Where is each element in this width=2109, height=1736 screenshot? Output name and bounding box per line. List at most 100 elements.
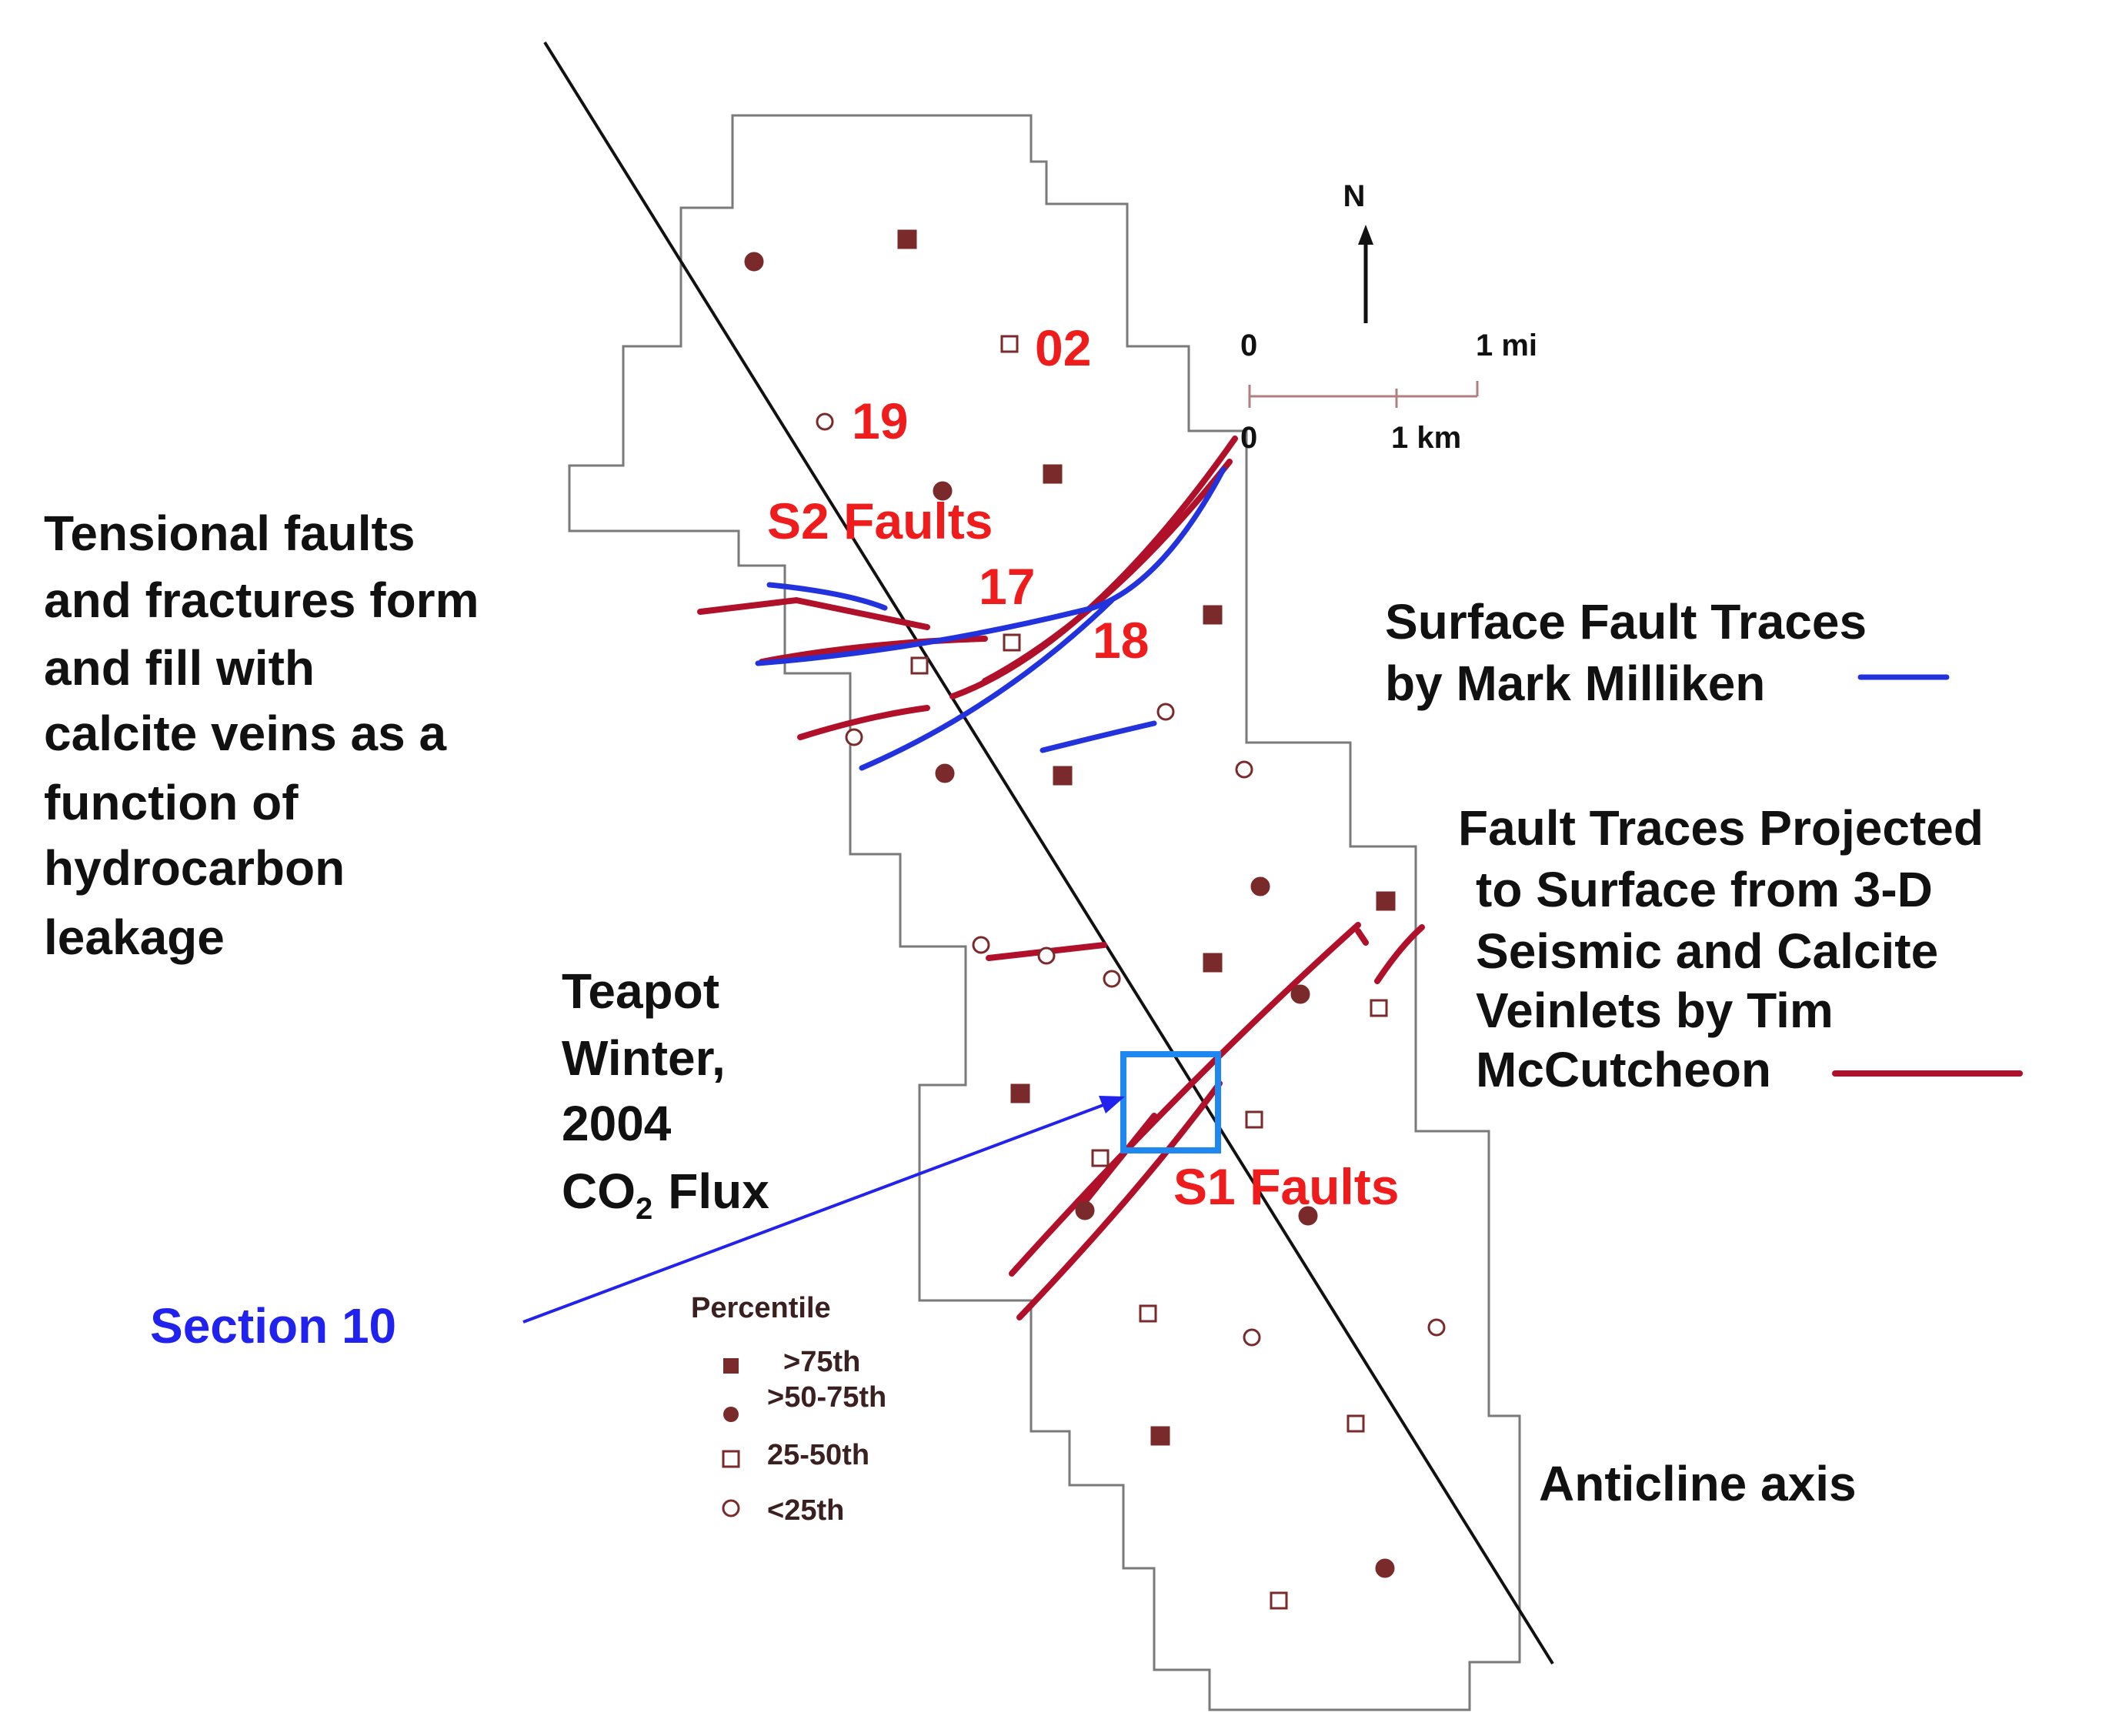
s1-faults-label: S1 Faults [1173,1158,1399,1215]
scale-mi-zero: 0 [1240,329,1257,362]
title-line-3: 2004 [562,1096,672,1151]
projected-legend-line-1: Fault Traces Projected [1458,800,1984,856]
surface-legend-line-1: Surface Fault Traces [1385,594,1867,649]
red-trace-9 [1374,924,1425,984]
marker-25-50 [1003,633,1021,652]
tensional-line-3: and fill with [44,640,315,696]
projected-fault-traces [697,436,2023,1320]
anticline-axis-line [543,41,1554,1665]
title-co2: CO2 Flux [562,1163,769,1226]
scale-km-one: 1 km [1391,421,1461,455]
marker-gt75 [897,229,917,249]
marker-25-50 [1346,1414,1365,1433]
marker-lt25 [1427,1318,1446,1337]
title-block: Teapot Winter, 2004 CO2 Flux [562,963,769,1226]
field-boundary [568,114,1521,1711]
section-10-label: Section 10 [150,1298,396,1354]
tensional-faults-note: Tensional faults and fractures form and … [44,506,479,965]
marker-lt25 [1037,946,1056,965]
marker-25-50 [910,656,929,675]
blue-trace-4 [1039,720,1157,753]
tensional-line-2: and fractures form [44,573,479,628]
section-10-box [1120,1051,1221,1153]
marker-25-50 [1270,1591,1288,1610]
title-flux: Flux [668,1163,769,1219]
marker-50-75 [1298,1206,1318,1226]
well-label-19: 19 [852,392,908,449]
blue-trace-2 [859,597,1115,771]
legend-label-gt75: >75th [783,1346,860,1378]
legend-marker-gt75 [723,1358,739,1374]
marker-25-50 [1139,1304,1157,1323]
marker-50-75 [1250,876,1270,896]
red-trace-4 [797,705,930,740]
scale-bar: 0 1 mi 0 1 km [1240,329,1537,455]
title-line-1: Teapot [562,963,719,1019]
marker-25-50 [1000,335,1019,353]
marker-50-75 [1075,1200,1095,1220]
marker-25-50 [1370,999,1388,1017]
legend-marker-lt25 [722,1499,740,1517]
marker-lt25 [816,412,834,431]
well-label-02: 02 [1035,319,1091,376]
projected-legend-line-4: Veinlets by Tim [1476,983,1834,1038]
marker-50-75 [935,763,955,783]
marker-gt75 [1053,766,1073,786]
marker-gt75 [1043,464,1063,484]
projected-trace-legend: Fault Traces Projected to Surface from 3… [1458,800,1984,1097]
tensional-line-7: leakage [44,910,225,965]
projected-legend-line-2: to Surface from 3-D [1476,862,1933,917]
marker-gt75 [1376,891,1396,911]
percentile-legend: Percentile >75th >50-75th 25-50th <25th [691,1292,886,1527]
tensional-line-6: hydrocarbon [44,840,345,896]
well-label-17: 17 [979,558,1035,615]
north-label: N [1343,179,1366,213]
marker-gt75 [1010,1083,1030,1103]
surface-trace-legend: Surface Fault Traces by Mark Milliken [1385,594,1867,711]
tensional-line-4: calcite veins as a [44,706,446,761]
marker-lt25 [1156,703,1175,721]
red-trace-6 [1009,922,1361,1277]
marker-gt75 [1203,953,1223,973]
north-arrow: N [1343,179,1373,323]
surface-legend-line-2: by Mark Milliken [1385,656,1765,711]
blue-trace-3 [766,582,888,611]
marker-lt25 [1103,970,1121,988]
well-label-18: 18 [1093,612,1149,669]
projected-legend-line-3: Seismic and Calcite [1476,923,1938,979]
marker-50-75 [933,481,953,501]
marker-25-50 [1245,1110,1263,1129]
marker-lt25 [1243,1328,1261,1347]
marker-25-50 [1091,1149,1110,1167]
section-10-arrowhead [1099,1096,1125,1113]
marker-gt75 [1150,1426,1170,1446]
percentile-markers [744,229,1446,1610]
legend-marker-25-50 [722,1450,740,1468]
title-line-2: Winter, [562,1030,726,1086]
marker-50-75 [1290,984,1310,1004]
marker-50-75 [744,252,764,272]
legend-marker-50-75 [723,1407,739,1422]
surface-fault-traces [755,466,1950,771]
blue-trace-1 [755,466,1226,666]
legend-label-lt25: <25th [767,1494,844,1527]
anticline-axis-label: Anticline axis [1539,1456,1857,1511]
marker-50-75 [1375,1558,1395,1578]
north-arrowhead [1358,225,1373,245]
legend-title: Percentile [691,1292,831,1324]
red-trace-8 [1355,928,1369,946]
marker-gt75 [1203,605,1223,625]
marker-lt25 [845,728,863,746]
legend-label-25-50: 25-50th [767,1439,869,1471]
marker-lt25 [972,936,990,954]
tensional-line-5: function of [44,775,299,830]
marker-lt25 [1235,760,1253,779]
scale-mi-one: 1 mi [1476,329,1537,362]
red-trace-10 [1082,1113,1157,1205]
title-subscript: 2 [636,1192,652,1226]
section-10-arrow [522,1099,1116,1324]
legend-label-50-75: >50-75th [767,1381,886,1414]
projected-legend-line-5: McCutcheon [1476,1042,1771,1097]
title-co: CO [562,1163,636,1219]
scale-km-zero: 0 [1240,421,1257,455]
